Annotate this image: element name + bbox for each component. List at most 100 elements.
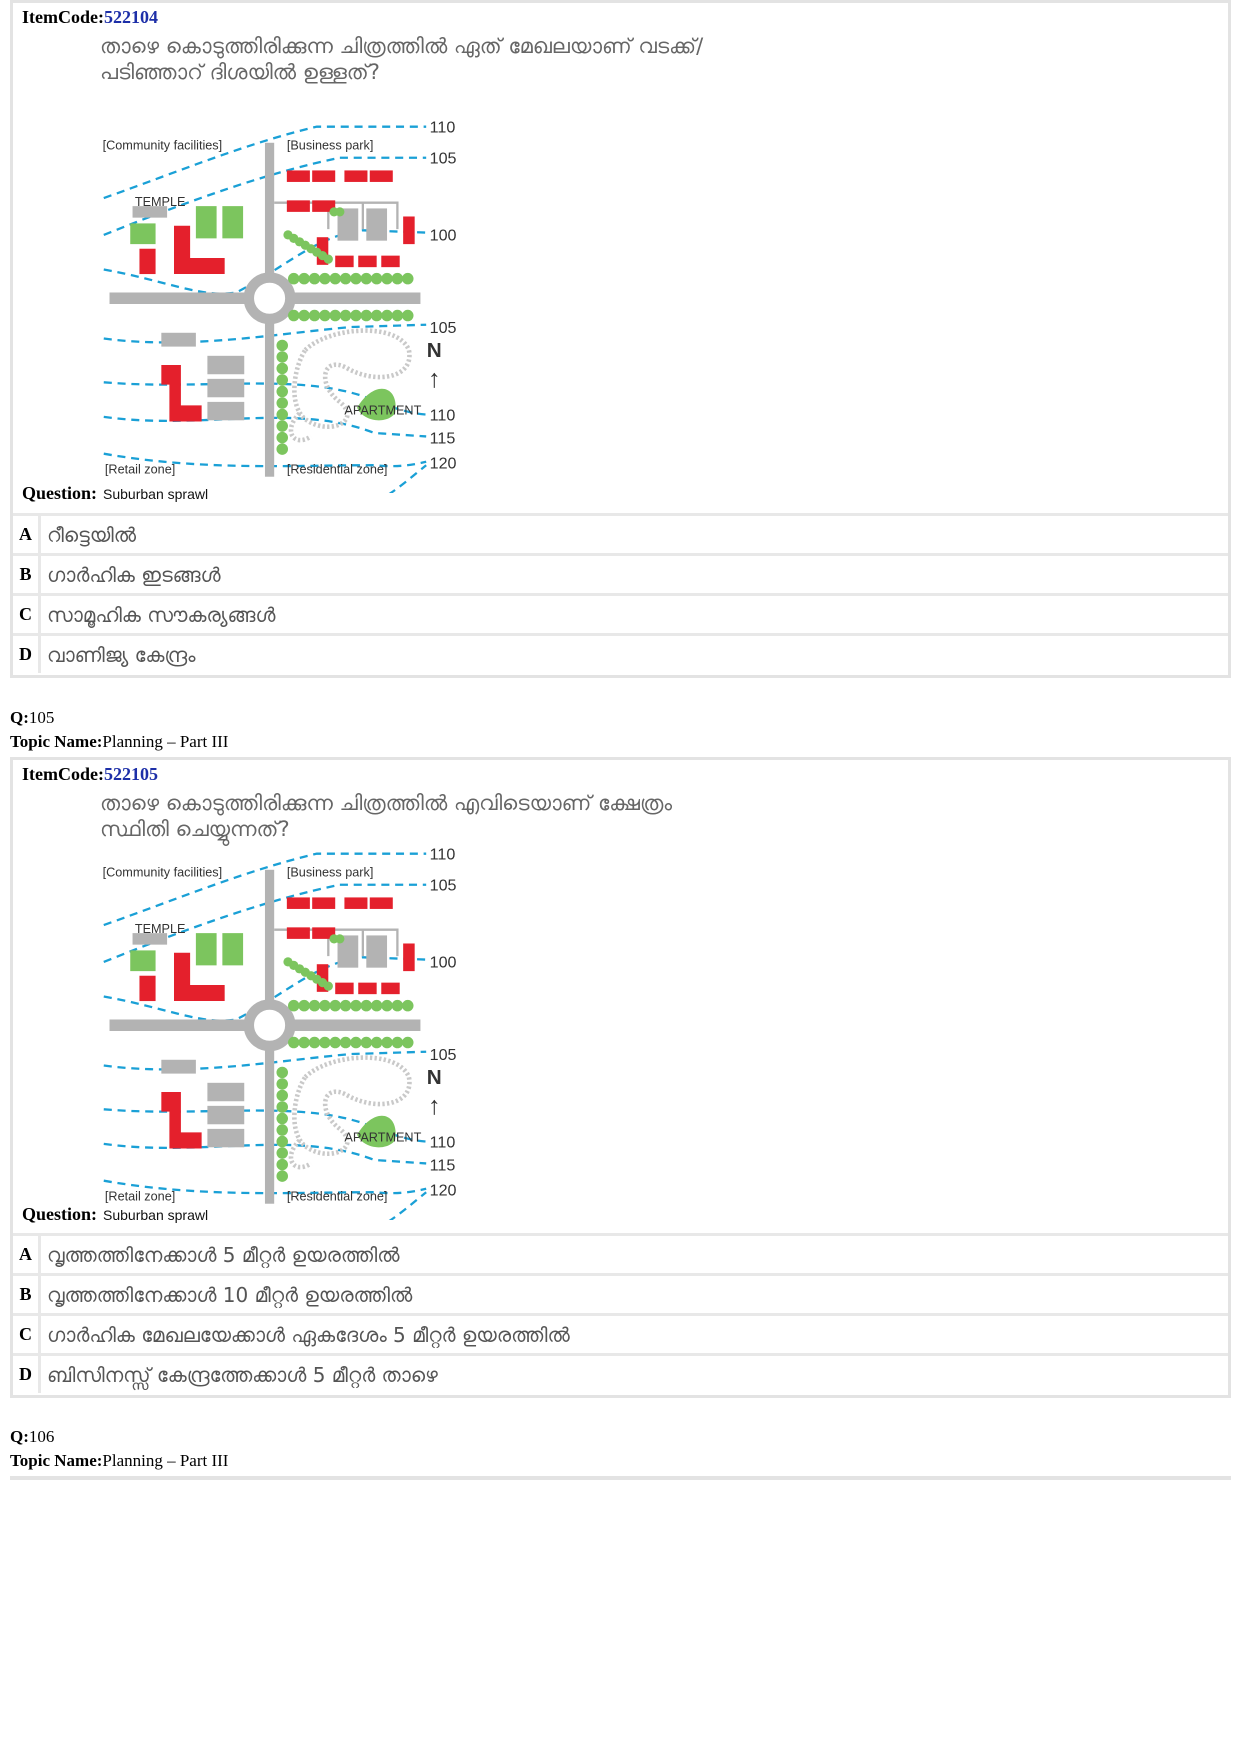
retail-building-top <box>161 1059 196 1074</box>
community-building-l <box>174 952 225 1002</box>
question-number-row: Q:105 <box>10 708 55 727</box>
tree <box>381 309 393 322</box>
question-meta-105: Q:105 Topic Name:Planning – Part III <box>10 706 228 754</box>
tree <box>276 397 288 409</box>
label-apartment: APARTMENT <box>344 1131 421 1145</box>
north-label: N <box>427 1066 442 1089</box>
business-building-8 <box>316 964 329 992</box>
option-letter: B <box>13 556 41 593</box>
label-apartment: APARTMENT <box>344 404 421 418</box>
community-green-1 <box>130 223 156 245</box>
apartment-green <box>357 1115 396 1148</box>
retail-block-2 <box>207 378 245 398</box>
business-building-6 <box>312 200 336 212</box>
tree <box>276 1170 288 1182</box>
contour-line-2 <box>103 883 427 963</box>
topic-row: Topic Name:Planning – Part III <box>10 732 229 751</box>
retail-block-3 <box>207 1128 245 1148</box>
tree <box>350 999 362 1012</box>
tree <box>360 1036 373 1049</box>
question-block-top-border <box>10 1476 1231 1480</box>
business-office-1 <box>337 935 359 968</box>
business-building-2 <box>312 897 336 909</box>
business-office-2 <box>366 208 388 241</box>
item-code: ItemCode:522105 <box>22 764 158 784</box>
label-community-facilities: [Community facilities] <box>103 139 223 153</box>
contour-label-110: 110 <box>430 845 456 863</box>
community-green-3 <box>222 206 244 239</box>
business-building-5 <box>286 200 310 212</box>
topic-name: Planning – Part III <box>102 732 229 751</box>
contour-line-2 <box>103 156 427 236</box>
tree <box>276 1158 288 1171</box>
community-green-2 <box>195 933 217 966</box>
question-text-line-2: സ്ഥിതി ചെയ്യുന്നത്? <box>100 817 290 841</box>
question-text-line-1: താഴെ കൊടുത്തിരിക്കുന്ന ചിത്രത്തിൽ ഏത് മേ… <box>100 34 704 58</box>
contour-label-110: 110 <box>430 118 456 136</box>
business-building-10 <box>358 255 377 268</box>
retail-block-1 <box>207 355 245 375</box>
label-retail-zone: [Retail zone] <box>105 462 175 476</box>
tree <box>308 272 321 285</box>
tree <box>381 272 393 285</box>
business-building-3 <box>344 170 368 182</box>
contour-label-105: 105 <box>430 150 457 168</box>
contour-line-6 <box>103 415 427 438</box>
tree <box>276 1147 288 1159</box>
retail-block-3 <box>207 401 245 421</box>
tree <box>276 408 288 421</box>
tree <box>329 1036 341 1049</box>
tree <box>329 272 341 285</box>
residential-road-loop <box>292 1055 412 1157</box>
question-text-line-1: താഴെ കൊടുത്തിരിക്കുന്ന ചിത്രത്തിൽ എവിടെയ… <box>100 791 673 815</box>
question-text: താഴെ കൊടുത്തിരിക്കുന്ന ചിത്രത്തിൽ എവിടെയ… <box>100 790 672 842</box>
tree <box>319 1036 331 1049</box>
tree <box>276 1112 288 1125</box>
tree <box>350 309 362 322</box>
contour-label-110: 110 <box>430 1133 456 1151</box>
tree <box>402 272 414 285</box>
business-building-11 <box>381 982 400 995</box>
community-building-small <box>139 248 156 275</box>
contour-label-115: 115 <box>430 1156 456 1174</box>
tree <box>276 1124 288 1136</box>
tree <box>370 272 383 285</box>
option-text: ഗാർഹിക ഇടങ്ങൾ <box>47 562 221 587</box>
tree <box>276 1089 288 1102</box>
option-letter: D <box>13 1356 41 1393</box>
contour-label-120: 120 <box>430 1182 457 1200</box>
option-text: ഗാർഹിക മേഖലയേക്കാൾ ഏകദേശം 5 മീറ്റർ ഉയരത്… <box>47 1322 570 1347</box>
option-letter: D <box>13 636 41 673</box>
tree <box>276 1101 288 1113</box>
tree <box>339 999 352 1012</box>
business-building-2 <box>312 170 336 182</box>
contour-line-1 <box>103 125 427 200</box>
business-building-4 <box>369 170 393 182</box>
apartment-green <box>357 388 396 421</box>
business-building-4 <box>369 897 393 909</box>
tree <box>350 1036 362 1049</box>
contour-label-115: 115 <box>430 429 456 447</box>
tree <box>298 1036 310 1049</box>
community-building-small <box>139 975 156 1002</box>
question-text: താഴെ കൊടുത്തിരിക്കുന്ന ചിത്രത്തിൽ ഏത് മേ… <box>100 33 703 85</box>
tree <box>350 272 362 285</box>
question-block-522105: ItemCode:522105 താഴെ കൊടുത്തിരിക്കുന്ന ച… <box>10 757 1231 1398</box>
tree <box>276 339 288 352</box>
option-text: ബിസിനസ്സ് കേന്ദ്രത്തേക്കാൾ 5 മീറ്റർ താഴെ <box>47 1362 438 1387</box>
tree <box>339 272 352 285</box>
business-building-7 <box>403 943 415 972</box>
label-temple: TEMPLE <box>135 922 186 936</box>
option-letter: C <box>13 596 41 633</box>
business-building-1 <box>286 897 310 909</box>
option-letter: C <box>13 1316 41 1353</box>
